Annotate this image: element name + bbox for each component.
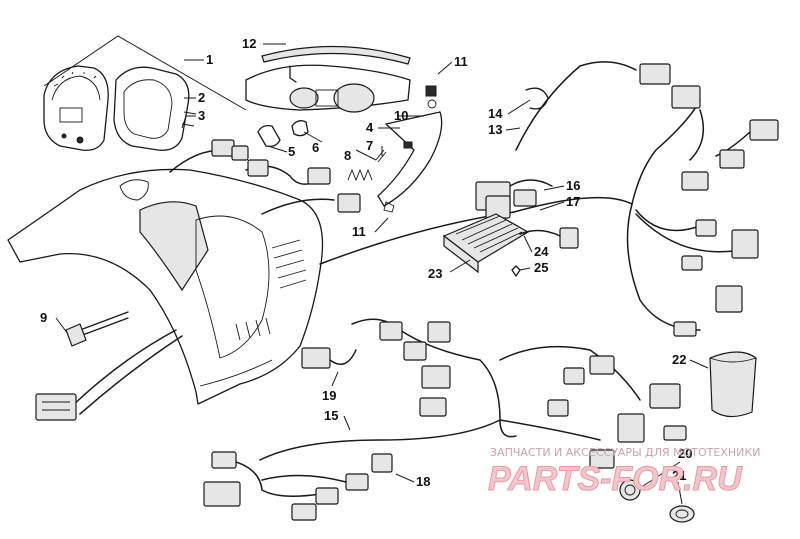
callout-14: 14 bbox=[488, 106, 503, 121]
callout-17: 17 bbox=[566, 194, 580, 209]
bulb-6 bbox=[291, 120, 309, 137]
screw-7 bbox=[375, 149, 387, 163]
callout-2: 2 bbox=[198, 90, 205, 105]
hood-panel bbox=[7, 168, 324, 405]
callout-25: 25 bbox=[534, 260, 548, 275]
callout-11b: 11 bbox=[352, 224, 366, 239]
sleeve-22 bbox=[709, 351, 757, 418]
callout-10: 10 bbox=[394, 108, 408, 123]
bulb-socket-5 bbox=[257, 124, 281, 148]
upper-harness bbox=[169, 139, 515, 265]
callout-3: 3 bbox=[198, 108, 205, 123]
connector-14 bbox=[525, 87, 549, 110]
callout-8: 8 bbox=[344, 148, 351, 163]
part1-bracket-lines bbox=[43, 35, 247, 111]
left-connector bbox=[35, 329, 183, 421]
callout-12: 12 bbox=[242, 36, 256, 51]
instrument-cluster bbox=[43, 65, 109, 151]
headlight-bracket bbox=[245, 64, 443, 213]
cluster-housing bbox=[113, 66, 197, 151]
connector-19 bbox=[301, 347, 357, 369]
callout-15: 15 bbox=[324, 408, 338, 423]
callout-23: 23 bbox=[428, 266, 442, 281]
callout-9: 9 bbox=[40, 310, 47, 325]
callout-20: 20 bbox=[678, 446, 692, 461]
regulator-23 bbox=[442, 213, 579, 274]
spring-8 bbox=[347, 168, 373, 182]
main-harness-13 bbox=[513, 61, 779, 337]
trim-strip bbox=[261, 45, 411, 65]
callout-5: 5 bbox=[288, 144, 295, 159]
grommets-20-21 bbox=[619, 479, 695, 523]
callout-7: 7 bbox=[366, 138, 373, 153]
callouts: 1 2 3 4 5 6 7 8 9 10 11 11 12 13 14 15 1… bbox=[40, 36, 692, 489]
callout-21: 21 bbox=[672, 468, 686, 483]
leader-lines bbox=[55, 43, 709, 505]
callout-1: 1 bbox=[206, 52, 213, 67]
screw-25 bbox=[511, 265, 521, 277]
callout-22: 22 bbox=[672, 352, 686, 367]
sensor-bolt-9 bbox=[65, 311, 129, 347]
callout-11a: 11 bbox=[454, 54, 468, 69]
watermark-brand: PARTS-FOR.RU bbox=[488, 460, 743, 498]
callout-4: 4 bbox=[366, 120, 374, 135]
callout-18: 18 bbox=[416, 474, 430, 489]
watermark-tagline: ЗАПЧАСТИ И АКСЕССУАРЫ ДЛЯ МОТОТЕХНИКИ bbox=[490, 446, 760, 459]
callout-24: 24 bbox=[534, 244, 549, 259]
callout-16: 16 bbox=[566, 178, 580, 193]
lower-harness-15 bbox=[203, 318, 687, 521]
callout-6: 6 bbox=[312, 140, 319, 155]
callout-13: 13 bbox=[488, 122, 502, 137]
watermark: ЗАПЧАСТИ И АКСЕССУАРЫ ДЛЯ МОТОТЕХНИКИ PA… bbox=[488, 446, 761, 499]
relay-16 bbox=[475, 179, 553, 219]
callout-19: 19 bbox=[322, 388, 336, 403]
